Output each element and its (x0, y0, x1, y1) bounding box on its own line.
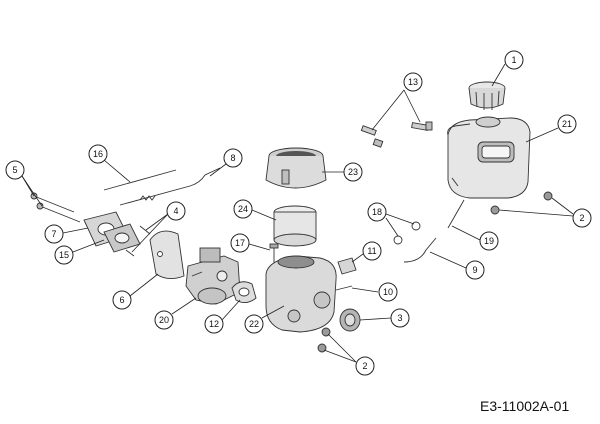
callout-6: 6 (119, 295, 124, 305)
part-air-filter-cover (265, 147, 327, 189)
part-intake-spacer (83, 211, 141, 253)
part-carburetor (185, 247, 241, 305)
part-spring-link (119, 167, 221, 206)
callout-19: 19 (484, 236, 494, 246)
callout-2-upper: 2 (579, 213, 584, 223)
part-heat-shield (149, 230, 185, 279)
callout-9: 9 (472, 265, 477, 275)
part-nuts-lower (317, 327, 331, 353)
callout-24: 24 (238, 204, 248, 214)
callout-5: 5 (12, 165, 17, 175)
part-fuel-line (447, 199, 465, 229)
part-air-filter-element (273, 205, 317, 247)
part-hose-clamps (393, 221, 421, 245)
part-hose (335, 285, 353, 291)
callout-2-lower: 2 (362, 361, 367, 371)
part-hose-elbow (337, 257, 357, 275)
callout-18: 18 (372, 207, 382, 217)
part-screws (125, 225, 151, 257)
callout-8: 8 (230, 153, 235, 163)
callout-15: 15 (59, 250, 69, 260)
callout-1: 1 (511, 55, 516, 65)
part-filter-housing (265, 255, 337, 333)
callout-22: 22 (249, 319, 259, 329)
callouts: 1 2 2 3 4 5 6 7 8 (5, 50, 592, 376)
callout-7: 7 (51, 229, 56, 239)
callout-12: 12 (209, 319, 219, 329)
callout-23: 23 (348, 167, 358, 177)
part-filter-screw (269, 243, 279, 264)
callout-17: 17 (235, 238, 245, 248)
part-fuel-cap (468, 81, 506, 110)
callout-13: 13 (408, 77, 418, 87)
part-carb-gasket (231, 281, 257, 303)
callout-10: 10 (383, 287, 393, 297)
part-studs (360, 121, 433, 148)
part-long-studs (30, 192, 81, 223)
callout-3: 3 (397, 313, 402, 323)
diagram-code: E3-11002A-01 (480, 398, 570, 414)
callout-21: 21 (562, 119, 572, 129)
callout-16: 16 (93, 149, 103, 159)
part-fuel-tank (447, 116, 531, 199)
part-primer-bulb (339, 308, 361, 332)
part-governor-rod (103, 169, 177, 191)
part-fuel-hose (403, 237, 437, 263)
callout-11: 11 (367, 246, 376, 256)
callout-20: 20 (159, 315, 169, 325)
callout-4: 4 (173, 206, 178, 216)
